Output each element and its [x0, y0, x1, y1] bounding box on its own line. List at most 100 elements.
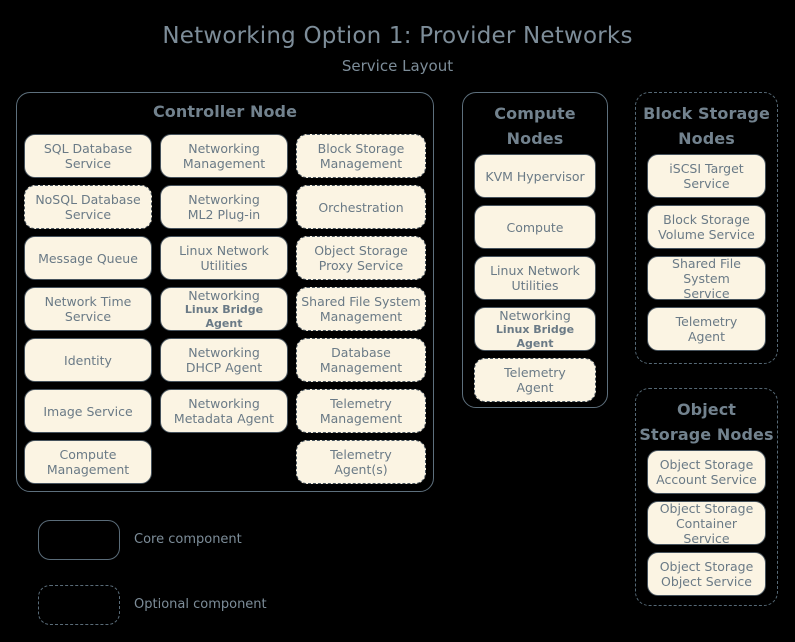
- legend-swatch-core: [38, 520, 120, 560]
- component-label-line2: Volume Service: [658, 227, 755, 242]
- component-label-line2: Utilities: [511, 278, 559, 293]
- component-label-line2: ML2 Plug-in: [187, 207, 261, 222]
- component-label-line1: Image Service: [43, 403, 133, 419]
- component-label-line1: Shared File System: [672, 255, 741, 286]
- component-box[interactable]: Orchestration: [296, 185, 426, 229]
- component-label-line1: Orchestration: [318, 199, 404, 215]
- component-label-line2: Service: [64, 156, 112, 171]
- component-box[interactable]: Identity: [24, 338, 152, 382]
- component-label-line1: Telemetry: [675, 314, 738, 329]
- panel-title-line2: Storage Nodes: [639, 425, 774, 444]
- component-label-line2: Utilities: [200, 258, 248, 273]
- panel-title-line2: Nodes: [678, 129, 735, 148]
- component-label-line1: Block Storage: [317, 141, 405, 156]
- component-label-line1: Object Storage: [314, 243, 408, 258]
- component-label-line2: Metadata Agent: [173, 411, 275, 426]
- legend-label-optional: Optional component: [134, 597, 267, 612]
- panel-block-storage-nodes: Block Storage Nodes: [635, 92, 778, 364]
- component-label-line2: Proxy Service: [318, 258, 404, 273]
- component-label-line1: Networking: [499, 307, 571, 323]
- component-label-line2: Container Service: [675, 515, 738, 546]
- component-label-line2: Management: [46, 462, 130, 477]
- component-label-line1: Message Queue: [38, 250, 138, 266]
- page-title: Networking Option 1: Provider Networks: [162, 23, 633, 49]
- component-label-line2: Account Service: [656, 472, 757, 487]
- component-label-line2: Management: [182, 156, 266, 171]
- component-box[interactable]: Message Queue: [24, 236, 152, 280]
- component-label-line1: Database: [331, 345, 391, 360]
- legend-swatch-optional: [38, 585, 120, 625]
- component-label-line1: Linux Network: [490, 263, 580, 278]
- component-box[interactable]: KVM Hypervisor: [474, 154, 596, 198]
- panel-title-controller-node: Controller Node: [152, 102, 298, 121]
- component-box[interactable]: Compute: [474, 205, 596, 249]
- component-box[interactable]: Image Service: [24, 389, 152, 433]
- component-label-line1: KVM Hypervisor: [485, 168, 585, 184]
- component-label-line1: SQL Database: [43, 141, 133, 156]
- component-label-line1: Networking: [188, 396, 260, 411]
- component-label-line1: Object Storage: [659, 457, 754, 472]
- diagram-title-block: Networking Option 1: Provider Networks S…: [0, 22, 795, 76]
- component-label-line1: Networking: [188, 141, 260, 156]
- component-label-line2: Linux Bridge Agent: [495, 322, 575, 350]
- component-label-line2: Agent: [516, 380, 554, 395]
- component-label-line1: Shared File System: [301, 294, 421, 309]
- component-label-line2: Service: [64, 309, 112, 324]
- component-label-line1: Block Storage: [663, 212, 750, 227]
- component-label-line1: Networking: [188, 192, 260, 207]
- component-label-line2: Management: [319, 156, 403, 171]
- panel-title-line1: Object: [676, 400, 737, 419]
- component-label-line2: Management: [319, 411, 403, 426]
- component-label-line1: Identity: [64, 352, 112, 368]
- component-label-line1: Network Time: [44, 294, 132, 309]
- component-label-line1: Compute: [506, 219, 564, 235]
- component-label-line1: Telemetry: [504, 365, 566, 380]
- component-label-line1: Object Storage: [659, 559, 754, 574]
- legend-label-core: Core component: [134, 532, 242, 547]
- page-subtitle: Service Layout: [341, 57, 454, 75]
- component-label-line2: Service: [683, 285, 730, 301]
- component-label-line1: Telemetry: [330, 447, 392, 462]
- component-label-line2: Agent: [688, 329, 725, 344]
- component-label-line1: Networking: [188, 287, 260, 303]
- component-label-line2: Linux Bridge Agent: [184, 302, 264, 330]
- component-label-line2: Object Service: [661, 574, 752, 589]
- component-label-line2: Service: [64, 207, 112, 222]
- component-label-line2: Agent(s): [334, 462, 388, 477]
- panel-title-line1: Compute: [494, 104, 576, 123]
- component-label-line2: Service: [683, 176, 730, 191]
- component-label-line2: Management: [319, 309, 403, 324]
- component-label-line1: NoSQL Database: [35, 192, 141, 207]
